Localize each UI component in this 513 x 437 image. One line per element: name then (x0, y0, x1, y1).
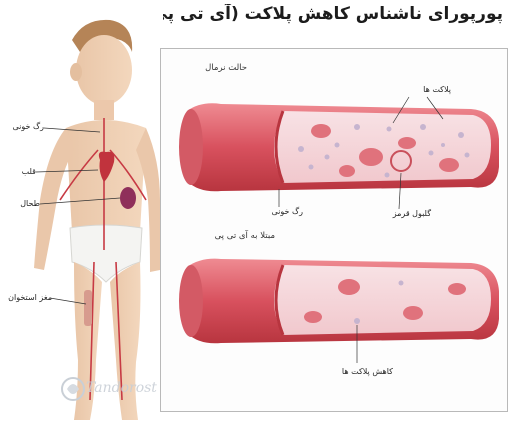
watermark-icon (60, 374, 86, 404)
watermark-logo: Tandorost (60, 372, 170, 406)
body-label-marrow: مغز استخوان (4, 293, 52, 302)
body-label-spleen: طحال (8, 199, 40, 208)
diagram-title: پورپورای ناشناس کاهش پلاکت (آی تی پی) (163, 4, 503, 32)
watermark-text: Tandorost (86, 380, 157, 396)
vessel-comparison-panel: حالت نرمال پلاکت ها رگ خونی گلبول قرمز م… (160, 48, 508, 412)
label-blood-vessel: رگ خونی (259, 207, 303, 216)
body-label-vessel: رگ خونی (6, 122, 44, 131)
body-label-heart: قلب (10, 167, 36, 176)
itp-vessel (179, 259, 499, 363)
vessel-illustrations (161, 49, 507, 411)
label-reduced-platelets: کاهش پلاکت ها (327, 367, 393, 376)
label-red-blood-cell: گلبول قرمز (371, 209, 431, 218)
label-platelets: پلاکت ها (399, 85, 451, 94)
normal-vessel (179, 97, 499, 209)
normal-state-label: حالت نرمال (187, 63, 247, 73)
itp-state-label: مبتلا به آی تی پی (185, 231, 275, 241)
